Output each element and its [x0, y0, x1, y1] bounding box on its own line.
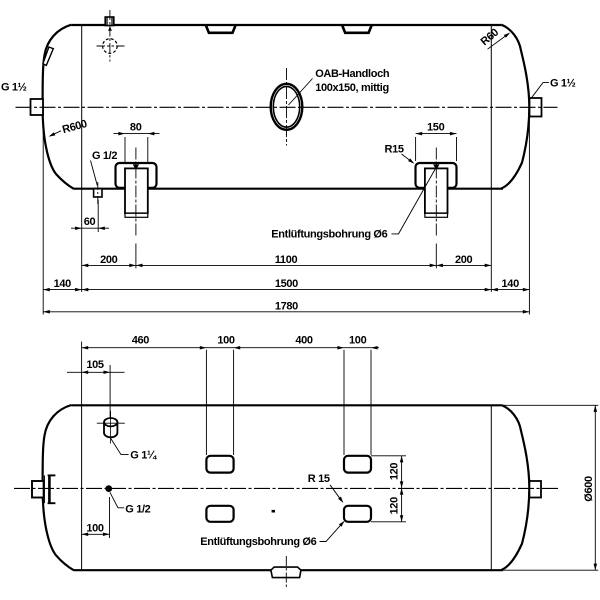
svg-text:100x150, mittig: 100x150, mittig — [315, 82, 389, 94]
svg-text:Entlüftungsbohrung Ø6: Entlüftungsbohrung Ø6 — [271, 228, 387, 240]
svg-text:120: 120 — [388, 463, 400, 481]
svg-text:G 1/2: G 1/2 — [92, 150, 117, 162]
svg-text:1780: 1780 — [275, 301, 298, 313]
svg-text:200: 200 — [455, 254, 473, 266]
svg-text:1100: 1100 — [275, 254, 298, 266]
svg-text:R15: R15 — [385, 144, 404, 156]
svg-text:105: 105 — [86, 359, 104, 371]
svg-text:100: 100 — [86, 522, 104, 534]
svg-text:200: 200 — [100, 254, 118, 266]
svg-text:80: 80 — [130, 122, 142, 134]
svg-text:G 1½: G 1½ — [1, 81, 27, 93]
svg-text:G 1/2: G 1/2 — [125, 504, 150, 516]
svg-text:460: 460 — [132, 335, 150, 347]
svg-text:140: 140 — [502, 278, 520, 290]
svg-text:60: 60 — [84, 216, 96, 228]
svg-text:140: 140 — [54, 278, 72, 290]
svg-text:400: 400 — [295, 335, 313, 347]
svg-text:OAB-Handloch: OAB-Handloch — [315, 68, 390, 80]
svg-text:R 15: R 15 — [308, 473, 330, 485]
svg-text:120: 120 — [388, 497, 400, 515]
svg-text:Entlüftungsbohrung Ø6: Entlüftungsbohrung Ø6 — [200, 536, 316, 548]
svg-text:G 1½: G 1½ — [550, 78, 576, 90]
svg-text:150: 150 — [427, 122, 445, 134]
svg-text:Ø600: Ø600 — [583, 476, 595, 502]
svg-text:G 1¼: G 1¼ — [130, 449, 157, 461]
svg-text:1500: 1500 — [275, 278, 298, 290]
svg-text:100: 100 — [217, 335, 235, 347]
svg-text:100: 100 — [349, 335, 367, 347]
